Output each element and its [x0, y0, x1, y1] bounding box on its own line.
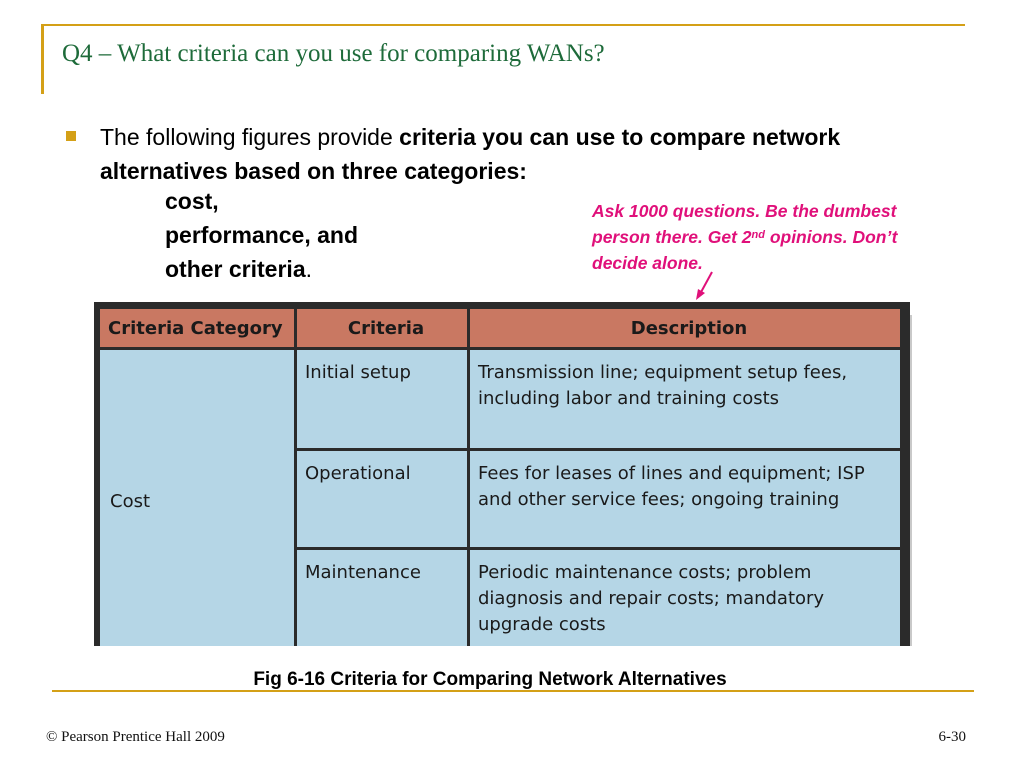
bottom-rule	[52, 690, 974, 692]
description-cell: Transmission line; equipment setup fees,…	[470, 350, 900, 448]
description-cell: Fees for leases of lines and equipment; …	[470, 451, 900, 547]
table-row: Operational Fees for leases of lines and…	[100, 451, 900, 547]
category-performance: performance, and	[165, 222, 358, 248]
header-criteria-category: Criteria Category	[100, 309, 294, 347]
criteria-table: Criteria Category Criteria Description C…	[97, 306, 903, 646]
description-cell: Periodic maintenance costs; problem diag…	[470, 550, 900, 646]
category-cell: Cost	[100, 350, 294, 646]
criteria-cell: Initial setup	[297, 350, 467, 448]
note-part2: opinions. Don’t decide alone.	[592, 227, 898, 273]
table-header-row: Criteria Category Criteria Description	[100, 309, 900, 347]
advice-note: Ask 1000 questions. Be the dumbest perso…	[592, 198, 932, 276]
note-sup: nd	[751, 229, 765, 241]
left-rule	[41, 24, 44, 94]
category-other: other criteria.	[165, 256, 312, 283]
table-row: Maintenance Periodic maintenance costs; …	[100, 550, 900, 646]
table-row: Cost Initial setup Transmission line; eq…	[100, 350, 900, 646]
footer-copyright: © Pearson Prentice Hall 2009	[46, 729, 225, 745]
figure-caption: Fig 6-16 Criteria for Comparing Network …	[253, 669, 727, 690]
top-rule	[41, 24, 965, 26]
note-part1: Ask 1000 questions. Be the dumbest perso…	[592, 201, 897, 247]
arrow-down-icon	[696, 271, 713, 300]
intro-text: The following figures provide criteria y…	[100, 120, 920, 188]
criteria-table-figure: Criteria Category Criteria Description C…	[94, 302, 910, 646]
bullet-square-icon	[66, 131, 76, 141]
footer-page-number: 6-30	[938, 729, 967, 745]
intro-bold: criteria you can use to compare network …	[100, 124, 841, 184]
slide-title: Q4 – What criteria can you use for compa…	[62, 40, 605, 67]
criteria-cell: Operational	[297, 451, 467, 547]
criteria-cell: Maintenance	[297, 550, 467, 646]
intro-plain: The following figures provide	[100, 124, 400, 150]
header-description: Description	[470, 309, 900, 347]
category-other-label: other criteria	[165, 256, 306, 282]
header-criteria: Criteria	[297, 309, 467, 347]
category-period: .	[305, 256, 312, 282]
category-cost: cost,	[165, 188, 219, 214]
